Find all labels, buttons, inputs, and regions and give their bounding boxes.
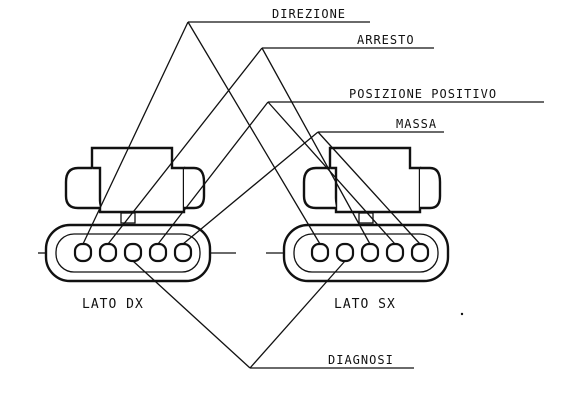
connector-sx-inner-shell: [293, 233, 439, 273]
connector-sx-key: [358, 212, 374, 224]
leader-arresto: [107, 47, 434, 245]
connector-lato-sx: [266, 146, 450, 283]
connector-dx-left-latch: [64, 166, 100, 210]
leader-massa: [182, 131, 444, 245]
connector-sx-pin-3: [360, 242, 380, 263]
caption-lato-sx: LATO SX: [334, 297, 396, 312]
connector-dx-housing: [90, 146, 186, 214]
connector-sx-housing: [328, 146, 422, 214]
label-diagnosi: DIAGNOSI: [328, 353, 394, 367]
leader-diagnosi: [132, 260, 414, 369]
connector-sx-right-latch: [420, 166, 442, 210]
connector-dx-pin-3: [123, 242, 143, 263]
connector-sx-left-latch: [302, 166, 336, 210]
caption-lato-dx: LATO DX: [82, 297, 144, 312]
connector-dx-pin-5: [173, 242, 193, 263]
connector-sx-pin-1: [310, 242, 330, 263]
connector-sx-pin-5: [410, 242, 430, 263]
connector-dx-inner-shell: [55, 233, 201, 273]
leader-direzione: [82, 21, 370, 245]
connector-sx-pin-2: [335, 242, 355, 263]
connector-dx-pin-4: [148, 242, 168, 263]
connector-dx-right-latch: [184, 166, 206, 210]
connector-dx-pin-2: [98, 242, 118, 263]
connector-dx-pin-1: [73, 242, 93, 263]
connector-lato-dx: [38, 146, 236, 283]
label-massa: MASSA: [396, 117, 437, 131]
connector-dx-key: [120, 212, 136, 224]
label-posizione-positivo: POSIZIONE POSITIVO: [349, 87, 497, 101]
stray-dot: [460, 312, 464, 316]
label-arresto: ARRESTO: [357, 33, 415, 47]
leader-posizione-positivo: [157, 101, 544, 245]
label-direzione: DIREZIONE: [272, 7, 346, 21]
connector-sx-pin-4: [385, 242, 405, 263]
